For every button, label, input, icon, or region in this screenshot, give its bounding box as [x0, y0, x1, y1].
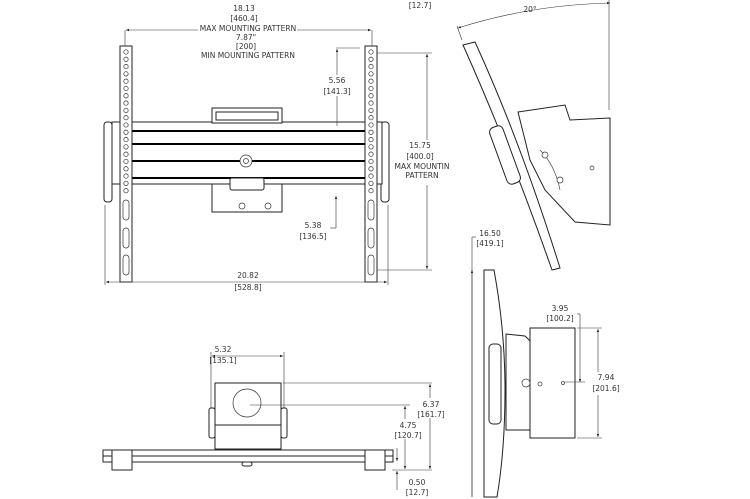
dim-bottom-width-mm: [135.1]	[209, 356, 236, 365]
rail-hole	[123, 144, 129, 150]
rail-hole	[123, 93, 129, 99]
rail-hole	[368, 64, 374, 70]
rail-hole	[123, 78, 129, 84]
dim-top-offset-in: 5.56	[329, 76, 346, 85]
bottom-view: 5.32 [135.1] 6.37 [161.7] 4.75 [120.7] 0…	[102, 345, 445, 497]
rail-hole	[123, 107, 129, 113]
rail-hole	[368, 158, 374, 165]
rail-hole	[368, 129, 374, 135]
rail-hole	[123, 122, 129, 128]
dim-offset-mm: [12.7]	[406, 488, 429, 497]
dim-bracket-height-in: 7.94	[598, 373, 615, 382]
dim-max-width-mm: [460.4]	[230, 14, 257, 23]
rail-hole	[368, 166, 374, 172]
dim-side-depth-in: 3.95	[552, 304, 569, 313]
dim-depth-max-mm: [161.7]	[417, 410, 444, 419]
dim-lower-offset-mm: [136.5]	[299, 232, 326, 241]
rail-hole	[123, 49, 129, 55]
rail-hole	[123, 100, 129, 106]
dim-min-width-mm: [200]	[236, 42, 256, 51]
rail-hole	[368, 180, 374, 186]
dim-height-in: 15.75	[409, 141, 431, 150]
dim-side-depth-mm: [100.2]	[546, 314, 573, 323]
rail-hole	[368, 78, 374, 84]
dim-min-width-in: 7.87"	[236, 33, 256, 42]
dim-lower-offset-in: 5.38	[305, 221, 322, 230]
dim-top-offset-mm: [141.3]	[323, 87, 350, 96]
dim-height-label2: PATTERN	[405, 171, 438, 180]
rail-hole	[123, 129, 129, 135]
rail-hole	[123, 158, 129, 165]
dim-max-width-label: MAX MOUNTING PATTERN	[200, 24, 296, 33]
dim-offset-in: 0.50	[409, 478, 426, 487]
tilt-side-view: 20°	[456, 0, 611, 271]
rail-hole	[368, 93, 374, 99]
dim-min-width-label: MIN MOUNTING PATTERN	[201, 51, 295, 60]
dim-overall-width-mm: [528.8]	[234, 283, 261, 292]
rail-hole	[123, 85, 129, 92]
dim-depth-mid-in: 4.75	[400, 421, 417, 430]
front-view: 18.13 [460.4] MAX MOUNTING PATTERN 7.87"…	[103, 1, 450, 292]
dim-overall-width-in: 20.82	[237, 271, 259, 280]
dim-side-height-in: 16.50	[479, 229, 501, 238]
rail-hole	[368, 71, 374, 77]
dim-side-height-mm: [419.1]	[476, 239, 503, 248]
dim-bracket-height-mm: [201.6]	[592, 384, 619, 393]
side-view: 16.50 [419.1] 3.95 [100.2] 7.94 [201.6]	[470, 229, 620, 498]
dim-depth-mid-mm: [120.7]	[394, 431, 421, 440]
rail-hole	[368, 49, 374, 55]
dim-bottom-width-in: 5.32	[215, 345, 232, 354]
rail-hole	[368, 188, 374, 194]
rail-hole	[368, 144, 374, 150]
rail-hole	[368, 151, 374, 157]
rail-hole	[368, 56, 374, 62]
rail-hole	[368, 115, 374, 121]
rail-hole	[368, 137, 374, 143]
rail-hole	[368, 122, 374, 128]
rail-hole	[123, 137, 129, 143]
rail-hole	[123, 64, 129, 70]
rail-hole	[123, 180, 129, 186]
dim-tilt-angle: 20°	[523, 5, 537, 14]
rail-hole	[368, 85, 374, 92]
rail-hole	[123, 188, 129, 194]
rail-hole	[123, 173, 129, 179]
dim-height-mm: [400.0]	[406, 152, 433, 161]
dim-height-label1: MAX MOUNTIN	[394, 162, 449, 171]
rail-hole	[368, 100, 374, 106]
rail-hole	[123, 166, 129, 172]
rail-hole	[123, 115, 129, 121]
dim-depth-max-in: 6.37	[423, 400, 440, 409]
rail-hole	[123, 56, 129, 62]
rail-hole	[123, 151, 129, 157]
dim-max-width-in: 18.13	[233, 4, 255, 13]
dim-top-right-mm: [12.7]	[409, 1, 432, 10]
rail-hole	[368, 173, 374, 179]
rail-hole	[123, 71, 129, 77]
rail-hole	[368, 107, 374, 113]
